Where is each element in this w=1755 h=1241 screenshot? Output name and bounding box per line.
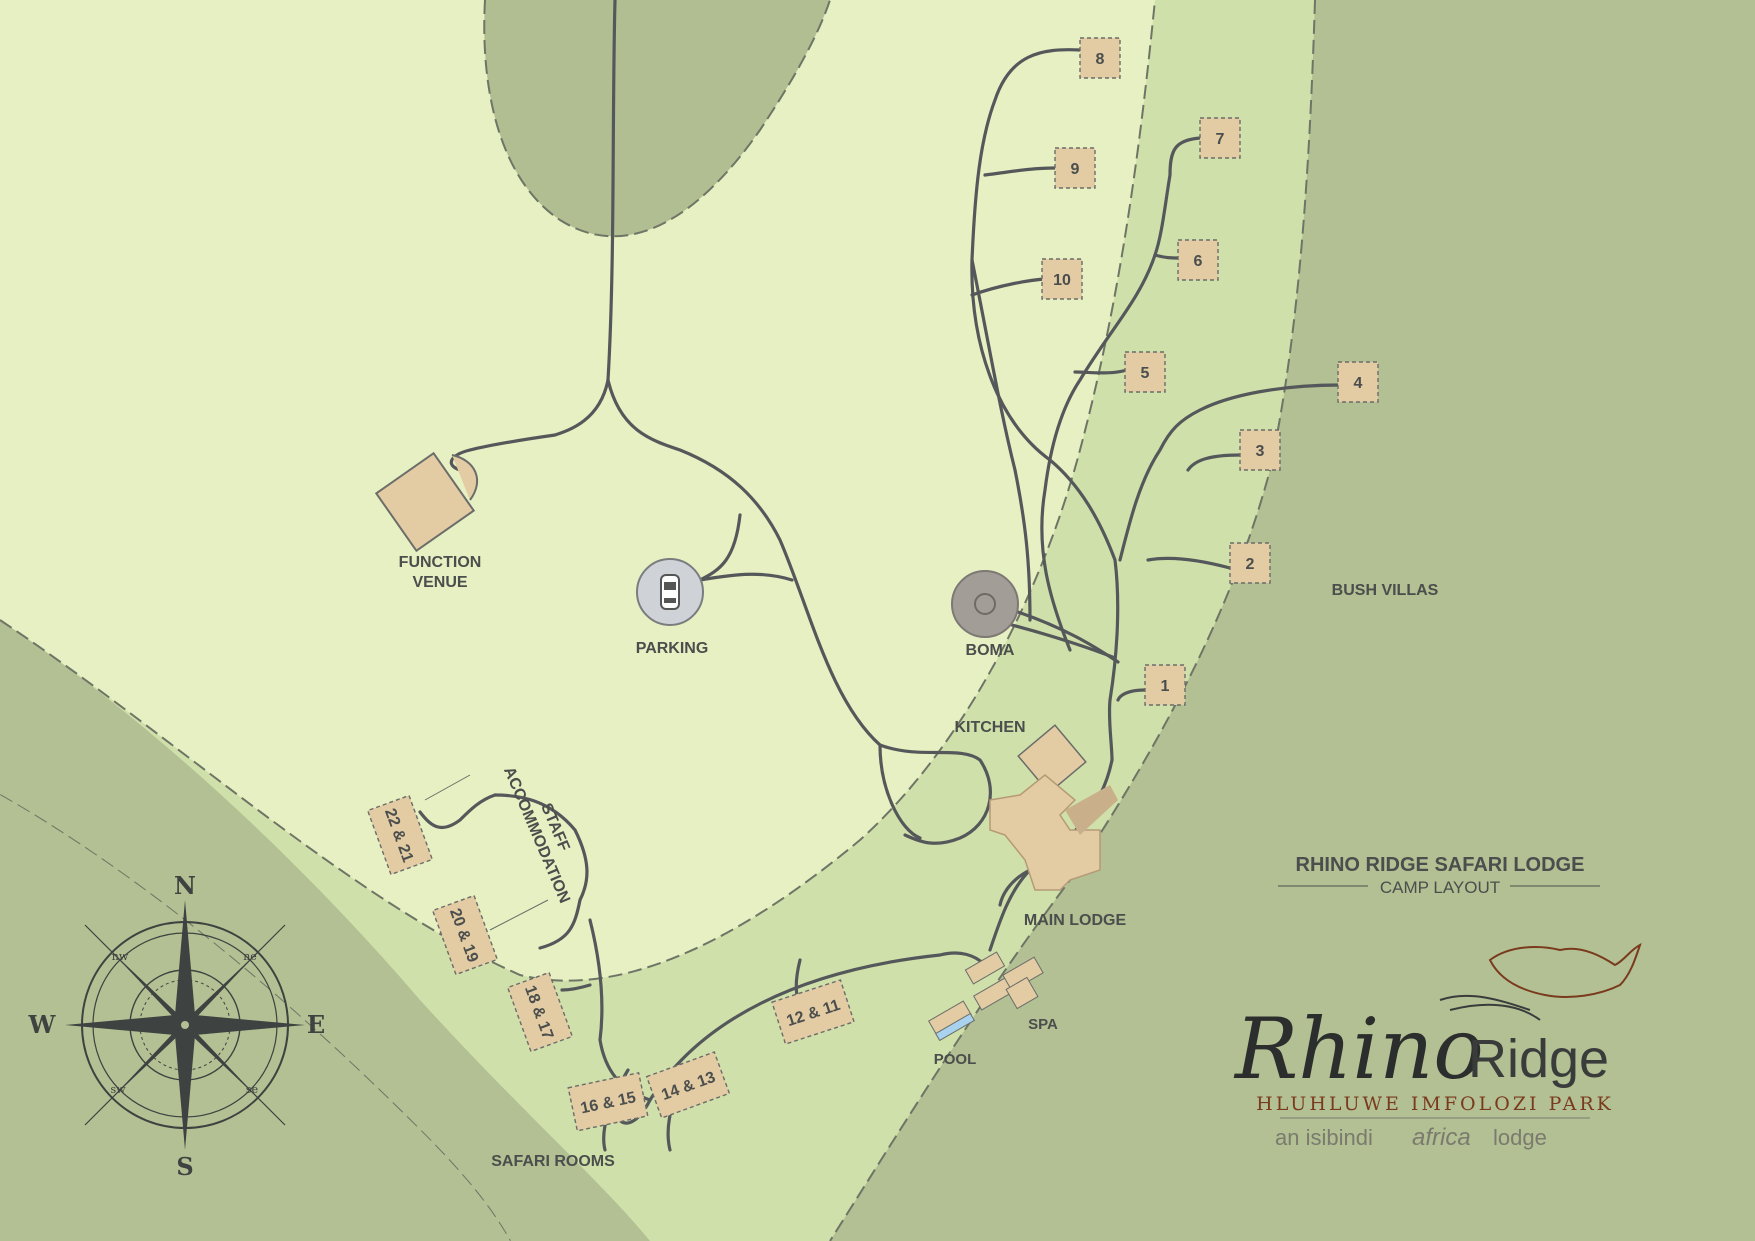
villa-9: 9 [1054,147,1096,189]
villa-number: 10 [1053,272,1071,289]
villa-8: 8 [1079,37,1121,79]
villa-3: 3 [1239,429,1281,471]
compass-sw: sw [110,1083,126,1096]
kitchen-label: KITCHEN [954,719,1025,736]
logo-park: HLUHLUWE IMFOLOZI PARK [1256,1093,1614,1115]
kitchen-building [1017,724,1087,794]
villa-5: 5 [1124,351,1166,393]
villa-number: 5 [1141,365,1150,382]
spa-label: SPA [1028,1016,1058,1033]
compass-e: E [307,1010,325,1039]
logo-tag-post: lodge [1493,1125,1547,1150]
room-18-17: 18 & 17 [506,971,574,1053]
compass-nw: nw [112,950,129,963]
villa-7: 7 [1199,117,1241,159]
room-20-19: 20 & 19 [431,894,499,976]
function-venue-label-2: VENUE [412,574,467,591]
pool-label: POOL [934,1051,977,1068]
parking-icon [636,558,704,626]
parking-label: PARKING [636,640,709,657]
map-subtitle: CAMP LAYOUT [1380,878,1500,897]
compass-rose-icon [65,900,305,1150]
boma-label: BOMA [966,642,1015,659]
logo-script: Rhino [1233,1000,1484,1098]
villa-number: 4 [1354,375,1363,392]
villa-number: 2 [1246,556,1255,573]
room-16-15: 16 & 15 [567,1071,649,1132]
villa-6: 6 [1177,239,1219,281]
safari-rooms-label: SAFARI ROOMS [491,1153,615,1170]
logo-word: Ridge [1468,1029,1609,1089]
hill-area [484,0,830,237]
function-venue-label-1: FUNCTION [399,554,482,571]
villa-10: 10 [1041,258,1083,300]
outer-lower-left-zone [0,795,510,1241]
rhino-ridge-logo: Rhino Ridge HLUHLUWE IMFOLOZI PARK an is… [1233,943,1642,1151]
room-22-21: 22 & 21 [366,794,434,876]
room-12-11: 12 & 11 [771,979,855,1045]
main-lodge-building [989,774,1118,891]
villa-number: 3 [1256,443,1265,460]
main-lodge-label: MAIN LODGE [1024,912,1127,929]
inner-zone [0,0,1155,981]
logo-tag-pre: an isibindi [1275,1125,1373,1150]
compass-ne: ne [243,950,257,963]
bush-villas-label: BUSH VILLAS [1332,582,1439,599]
compass-s: S [176,1152,193,1181]
map-title: RHINO RIDGE SAFARI LODGE [1296,854,1585,876]
villa-2: 2 [1229,542,1271,584]
villa-number: 1 [1161,678,1170,695]
room-14-13: 14 & 13 [645,1051,731,1119]
villa-number: 7 [1216,131,1225,148]
villa-4: 4 [1337,361,1379,403]
compass-w: W [28,1010,57,1039]
compass-se: se [246,1083,258,1096]
villa-number: 8 [1096,51,1105,68]
logo-tag-mid: africa [1412,1124,1471,1151]
villa-number: 6 [1194,253,1203,270]
villa-1: 1 [1144,664,1186,706]
pool-shape [934,1012,976,1042]
compass-n: N [174,871,196,900]
spa-buildings [927,951,1044,1042]
boma-icon [951,570,1019,638]
villa-number: 9 [1071,161,1080,178]
function-venue [374,451,479,553]
